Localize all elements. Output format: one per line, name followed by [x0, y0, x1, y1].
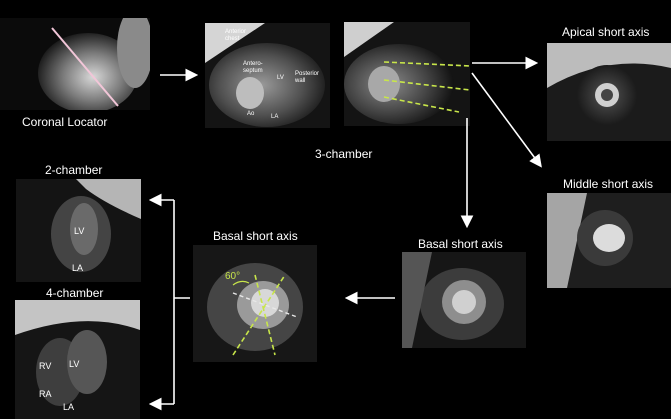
four-chamber-lv-tag: LV	[69, 359, 80, 369]
basal-short-axis-right-image	[402, 252, 526, 348]
arrow-to-middle	[471, 72, 542, 168]
middle-plane-line	[383, 79, 470, 91]
four-chamber-label: 4-chamber	[46, 286, 104, 300]
two-chamber-label: 2-chamber	[45, 163, 103, 177]
apical-plane-line	[383, 61, 470, 67]
four-chamber-rv-tag: RV	[39, 361, 52, 371]
ao-tag: Ao	[247, 111, 255, 117]
coronal-locator-label: Coronal Locator	[22, 115, 108, 129]
two-chamber-plane-line	[254, 274, 276, 356]
reference-dashed-line	[232, 292, 298, 318]
four-chamber-la-tag: LA	[63, 402, 75, 412]
basal-short-axis-left-image: 60°	[193, 245, 317, 362]
three-chamber-label: 3-chamber	[315, 147, 373, 161]
basal-short-axis-left-label: Basal short axis	[213, 229, 298, 243]
three-chamber-planning-image	[344, 22, 470, 126]
two-chamber-la-tag: LA	[72, 263, 84, 273]
four-chamber-ra-tag: RA	[39, 389, 52, 399]
antero-septum-tag: Antero- septum	[243, 61, 263, 74]
four-chamber-image: RV LV RA LA	[15, 300, 140, 419]
two-chamber-lv-tag: LV	[74, 226, 85, 236]
anterior-chest-tag: Anterior chest	[225, 29, 247, 42]
locator-plane-line	[51, 27, 119, 107]
basal-plane-line	[383, 96, 460, 113]
apical-short-axis-label: Apical short axis	[562, 25, 650, 39]
angle-tag: 60°	[225, 271, 241, 282]
lv-tag: LV	[277, 75, 284, 81]
middle-short-axis-image	[547, 193, 671, 288]
basal-short-axis-right-label: Basal short axis	[418, 237, 503, 251]
coronal-locator-image	[0, 18, 150, 110]
bracket-connector	[173, 200, 190, 404]
middle-short-axis-label: Middle short axis	[563, 177, 654, 191]
three-chamber-annotated-image: Anterior chest Antero- septum LV Posteri…	[205, 23, 330, 128]
two-chamber-image: LV LA	[16, 179, 141, 282]
la-tag: LA	[271, 114, 279, 120]
apical-short-axis-image	[547, 43, 671, 141]
posterior-wall-tag: Posterior wall	[295, 71, 320, 84]
